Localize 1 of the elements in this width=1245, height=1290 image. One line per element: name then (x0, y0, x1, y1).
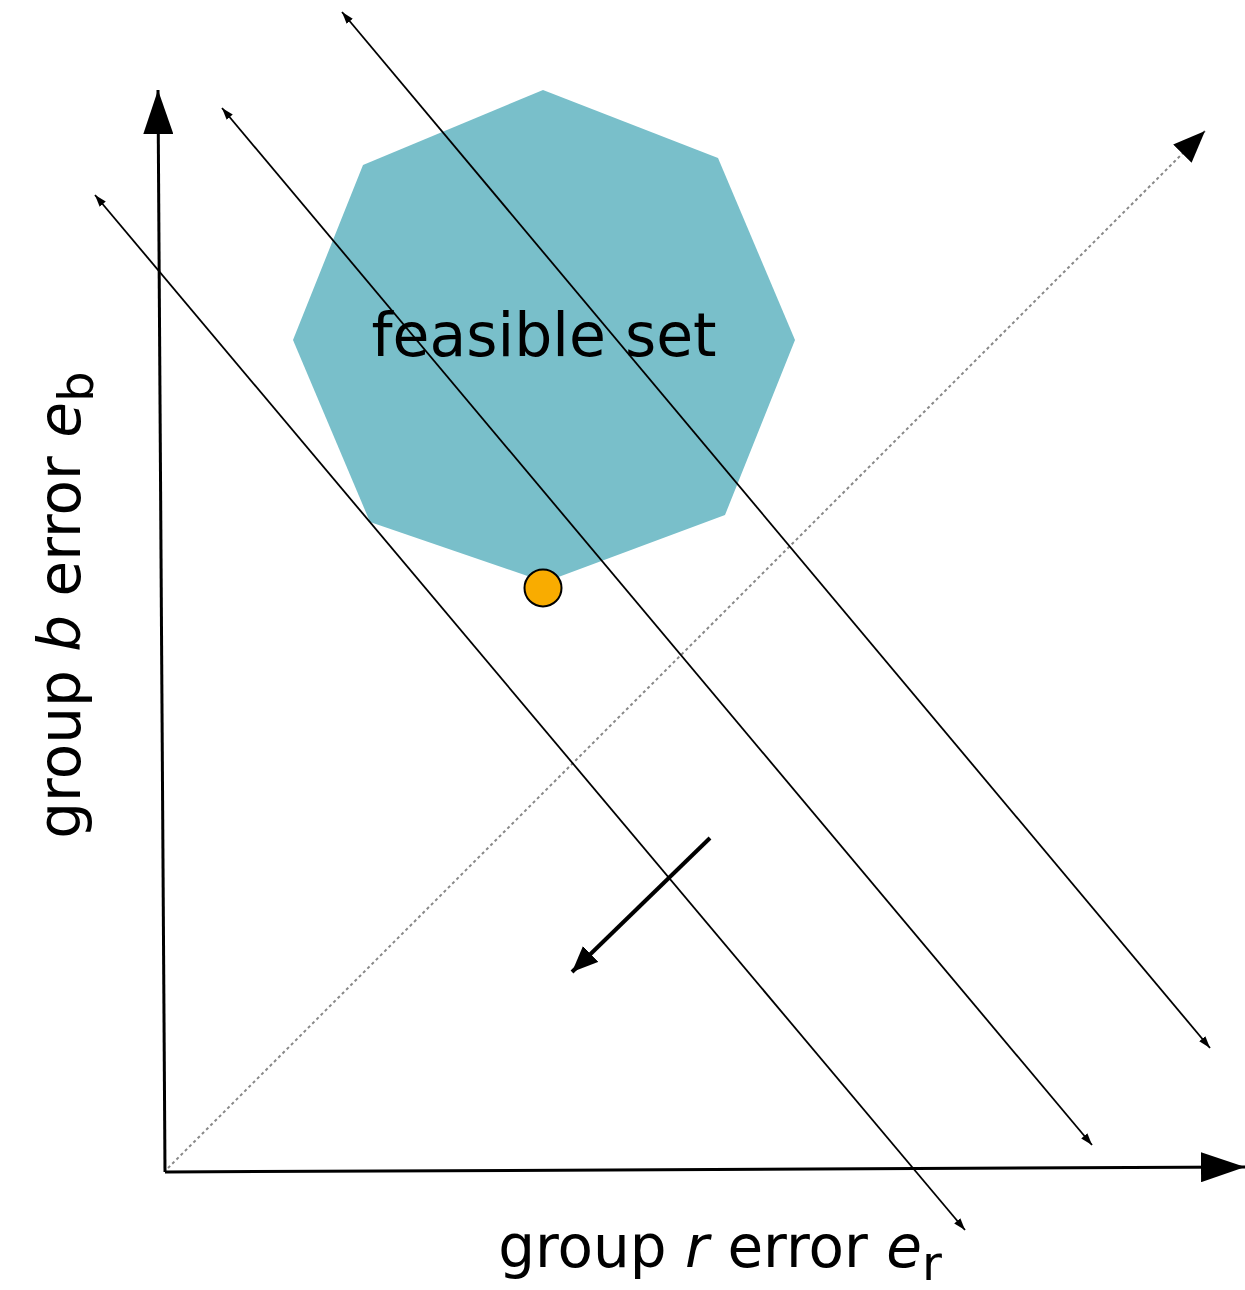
axis-label: group r error e$_{r}$ (498, 1213, 942, 1290)
